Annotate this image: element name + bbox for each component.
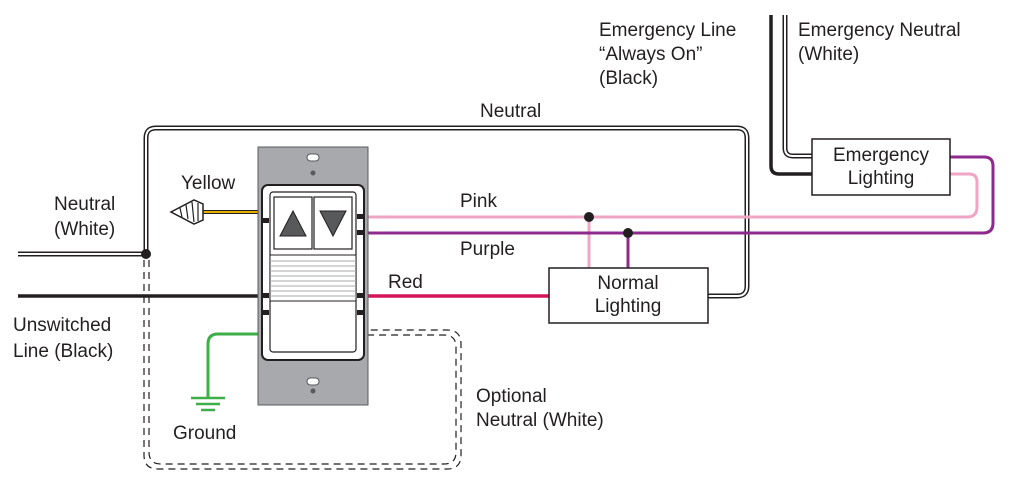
ground-icon: [191, 396, 225, 412]
terminal-purple: [357, 230, 364, 235]
unswitched-label-1: Unswitched: [13, 315, 111, 336]
optional-neutral-wire: [143, 260, 462, 470]
normal-lighting-box: Normal Lighting: [548, 267, 709, 324]
wire-nut-icon: [169, 199, 204, 225]
emergency-lighting-box: Emergency Lighting: [811, 138, 951, 196]
ground-label: Ground: [173, 423, 236, 444]
emergency-line-wire: [769, 15, 812, 176]
terminal-black: [262, 293, 269, 298]
purple-wire: [368, 155, 995, 235]
neutral-left-label-2: (White): [54, 219, 115, 240]
pink-wire: [368, 172, 979, 219]
optional-neutral-label-2: Neutral (White): [476, 410, 604, 431]
emergency-line-label-3: (Black): [599, 68, 658, 89]
occupancy-sensor-dimmer-switch: [257, 146, 369, 406]
sensor-lens: [269, 254, 357, 302]
terminal-pink: [357, 214, 364, 219]
terminal-ground: [262, 310, 269, 315]
emergency-line-label-1: Emergency Line: [599, 20, 736, 41]
mounting-slot-bottom: [306, 377, 320, 386]
ground-wire: [206, 332, 262, 398]
emergency-neutral-label-1: Emergency Neutral: [798, 20, 961, 41]
pink-junction-dot: [584, 212, 594, 222]
emergency-neutral-label-2: (White): [798, 44, 859, 65]
down-arrow-icon: [319, 210, 347, 238]
purple-label: Purple: [460, 239, 515, 260]
normal-lighting-label-1: Normal: [597, 273, 658, 294]
optional-neutral-label-1: Optional: [476, 386, 547, 407]
emergency-neutral-wire: [782, 15, 812, 159]
purple-junction-dot: [623, 228, 633, 238]
neutral-junction-dot: [141, 249, 151, 259]
pink-label: Pink: [460, 191, 497, 212]
mount-screw-bottom: [310, 388, 316, 394]
emergency-lighting-label-2: Lighting: [848, 168, 915, 189]
neutral-top-wire: [143, 125, 750, 299]
neutral-top-label: Neutral: [480, 101, 541, 122]
red-label: Red: [388, 272, 423, 293]
terminal-yellow: [262, 218, 269, 223]
up-arrow-icon: [279, 209, 307, 237]
emergency-line-label-2: “Always On”: [599, 44, 702, 65]
mount-screw-top: [310, 170, 316, 176]
unswitched-label-2: Line (Black): [13, 341, 113, 362]
terminal-neutral: [357, 310, 364, 315]
terminal-red: [357, 293, 364, 298]
emergency-lighting-label-1: Emergency: [833, 145, 930, 166]
yellow-label: Yellow: [181, 173, 236, 194]
mounting-slot-top: [306, 153, 320, 162]
neutral-left-label-1: Neutral: [54, 194, 115, 215]
normal-lighting-label-2: Lighting: [595, 296, 662, 317]
